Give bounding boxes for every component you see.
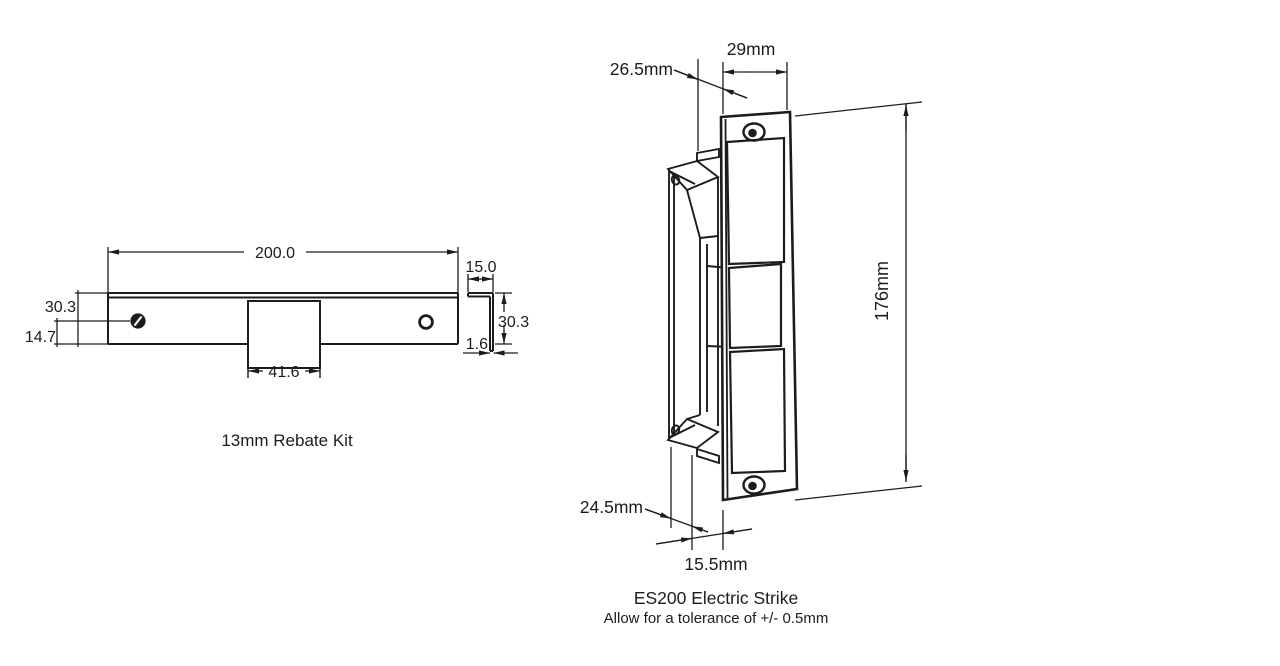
strike-panel-top — [725, 136, 786, 266]
dim-label-side-height: 30.3 — [498, 314, 529, 331]
dim-label-flange-width: 15.0 — [465, 259, 496, 276]
dim-flange-width-lines — [467, 274, 494, 292]
rebate-screw-hole-left — [130, 313, 146, 329]
dim-faceplate-height-lines — [794, 101, 923, 501]
dim-label-hole-offset: 14.7 — [25, 329, 56, 346]
rebate-cutout — [247, 300, 321, 369]
strike-faceplate-edge-line — [724, 118, 729, 499]
dim-label-thickness: 1.6 — [466, 336, 488, 353]
strike-screw-top — [742, 122, 766, 142]
rebate-kit-drawing: 200.0 30.3 14.7 41.6 — [25, 245, 529, 450]
strike-body — [666, 147, 731, 465]
dim-label-plate-length: 200.0 — [255, 245, 295, 262]
dim-plate-length-lines — [107, 247, 459, 293]
strike-panel-bottom — [728, 347, 787, 475]
dim-faceplate-width-lines — [722, 62, 788, 114]
electric-strike-tolerance-note: Allow for a tolerance of +/- 0.5mm — [604, 610, 829, 627]
dim-body-depth-bottom-lines — [644, 447, 709, 550]
electric-strike-caption: ES200 Electric Strike — [634, 588, 798, 608]
rebate-kit-caption: 13mm Rebate Kit — [221, 431, 353, 450]
strike-panel-keeper — [727, 262, 783, 350]
strike-screw-bottom — [742, 475, 766, 495]
dim-label-lip-depth: 15.5mm — [684, 554, 747, 574]
dim-label-faceplate-width: 29mm — [727, 39, 776, 59]
dim-label-cutout-width: 41.6 — [268, 364, 299, 381]
dim-side-height-lines — [495, 292, 512, 345]
strike-faceplate-panels — [725, 136, 787, 475]
dim-body-depth-top-lines — [673, 59, 748, 151]
dim-lip-depth-lines — [655, 510, 753, 550]
dim-label-body-depth-bottom: 24.5mm — [580, 497, 643, 517]
dim-plate-height-lines — [54, 290, 130, 347]
dim-label-faceplate-height: 176mm — [872, 261, 892, 321]
electric-strike-drawing: 29mm 26.5mm 176mm 24.5mm — [580, 39, 923, 627]
dim-label-body-depth-top: 26.5mm — [610, 59, 673, 79]
rebate-plate-outline — [107, 292, 459, 378]
rebate-side-profile — [467, 292, 494, 352]
dim-label-plate-height: 30.3 — [45, 299, 76, 316]
rebate-screw-hole-right — [418, 314, 434, 330]
